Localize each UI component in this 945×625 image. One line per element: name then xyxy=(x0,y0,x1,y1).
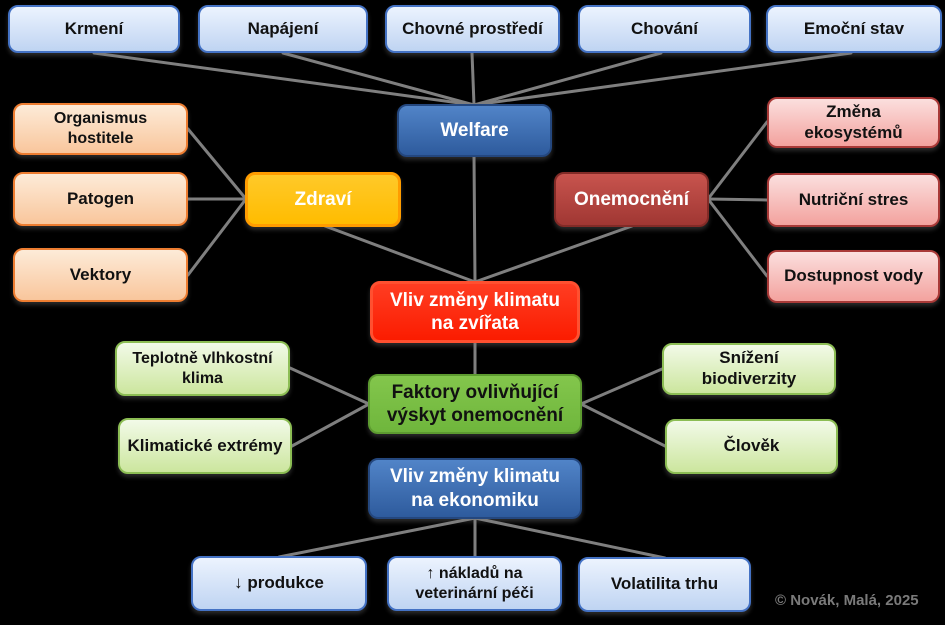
node-welfare: Welfare xyxy=(397,104,552,157)
node-vliv-klimatu-ekonomika: Vliv změny klimatu na ekonomiku xyxy=(368,458,582,519)
copyright-text: © Novák, Malá, 2025 xyxy=(775,592,919,609)
edge-chovne-welfare xyxy=(470,51,476,107)
edge-zmena-onemocneni xyxy=(706,120,769,201)
node-chovne-prostredi: Chovné prostředí xyxy=(385,5,560,53)
node-patogen: Patogen xyxy=(13,172,188,226)
edge-ekonomika-volatilita xyxy=(473,516,667,560)
edge-faktory-snizeni xyxy=(579,367,664,406)
node-klimaticke-extremy: Klimatické extrémy xyxy=(118,418,292,474)
node-vliv-klimatu-zvirata: Vliv změny klimatu na zvířata xyxy=(370,281,580,343)
node-zdravi: Zdraví xyxy=(245,172,401,227)
edge-teplotne-faktory xyxy=(288,366,371,406)
node-naklady-veterinarni-pece: ↑ nákladů na veterinární péči xyxy=(387,556,562,611)
node-zmena-ekosystemu: Změna ekosystémů xyxy=(767,97,940,148)
node-faktory-onemocneni: Faktory ovlivňující výskyt onemocnění xyxy=(368,374,582,434)
node-organismus-hostitele: Organismus hostitele xyxy=(13,103,188,155)
edge-welfare-zvirata xyxy=(472,154,477,284)
node-onemocneni: Onemocnění xyxy=(554,172,709,227)
edge-onemocneni-zvirata xyxy=(473,224,634,284)
edge-dostupnost-onemocneni xyxy=(706,197,769,278)
node-clovek: Člověk xyxy=(665,419,838,474)
node-chovani: Chování xyxy=(578,5,751,53)
edge-emocni-welfare xyxy=(472,51,853,107)
node-produkce: ↓ produkce xyxy=(191,556,367,611)
edge-nutricni-onemocneni xyxy=(706,197,769,202)
node-dostupnost-vody: Dostupnost vody xyxy=(767,250,940,303)
edge-ekonomika-produkce xyxy=(277,516,477,559)
edge-krmeni-welfare xyxy=(92,51,476,107)
edge-organismus-zdravi xyxy=(186,127,248,201)
node-teplotne-vlhkostni-klima: Teplotně vlhkostní klima xyxy=(115,341,290,396)
edge-chovani-welfare xyxy=(472,51,663,107)
edge-klimaticke-faktory xyxy=(290,402,371,448)
edge-napajeni-welfare xyxy=(281,51,476,107)
node-snizeni-biodiverzity: Snížení biodiverzity xyxy=(662,343,836,395)
node-emocni-stav: Emoční stav xyxy=(766,5,942,53)
edge-vektory-zdravi xyxy=(186,197,248,277)
node-vektory: Vektory xyxy=(13,248,188,302)
node-napajeni: Napájení xyxy=(198,5,368,53)
node-nutricni-stres: Nutriční stres xyxy=(767,173,940,227)
node-volatilita-trhu: Volatilita trhu xyxy=(578,557,751,612)
node-krmeni: Krmení xyxy=(8,5,180,53)
edge-zdravi-zvirata xyxy=(323,224,477,284)
edge-faktory-clovek xyxy=(579,402,667,448)
